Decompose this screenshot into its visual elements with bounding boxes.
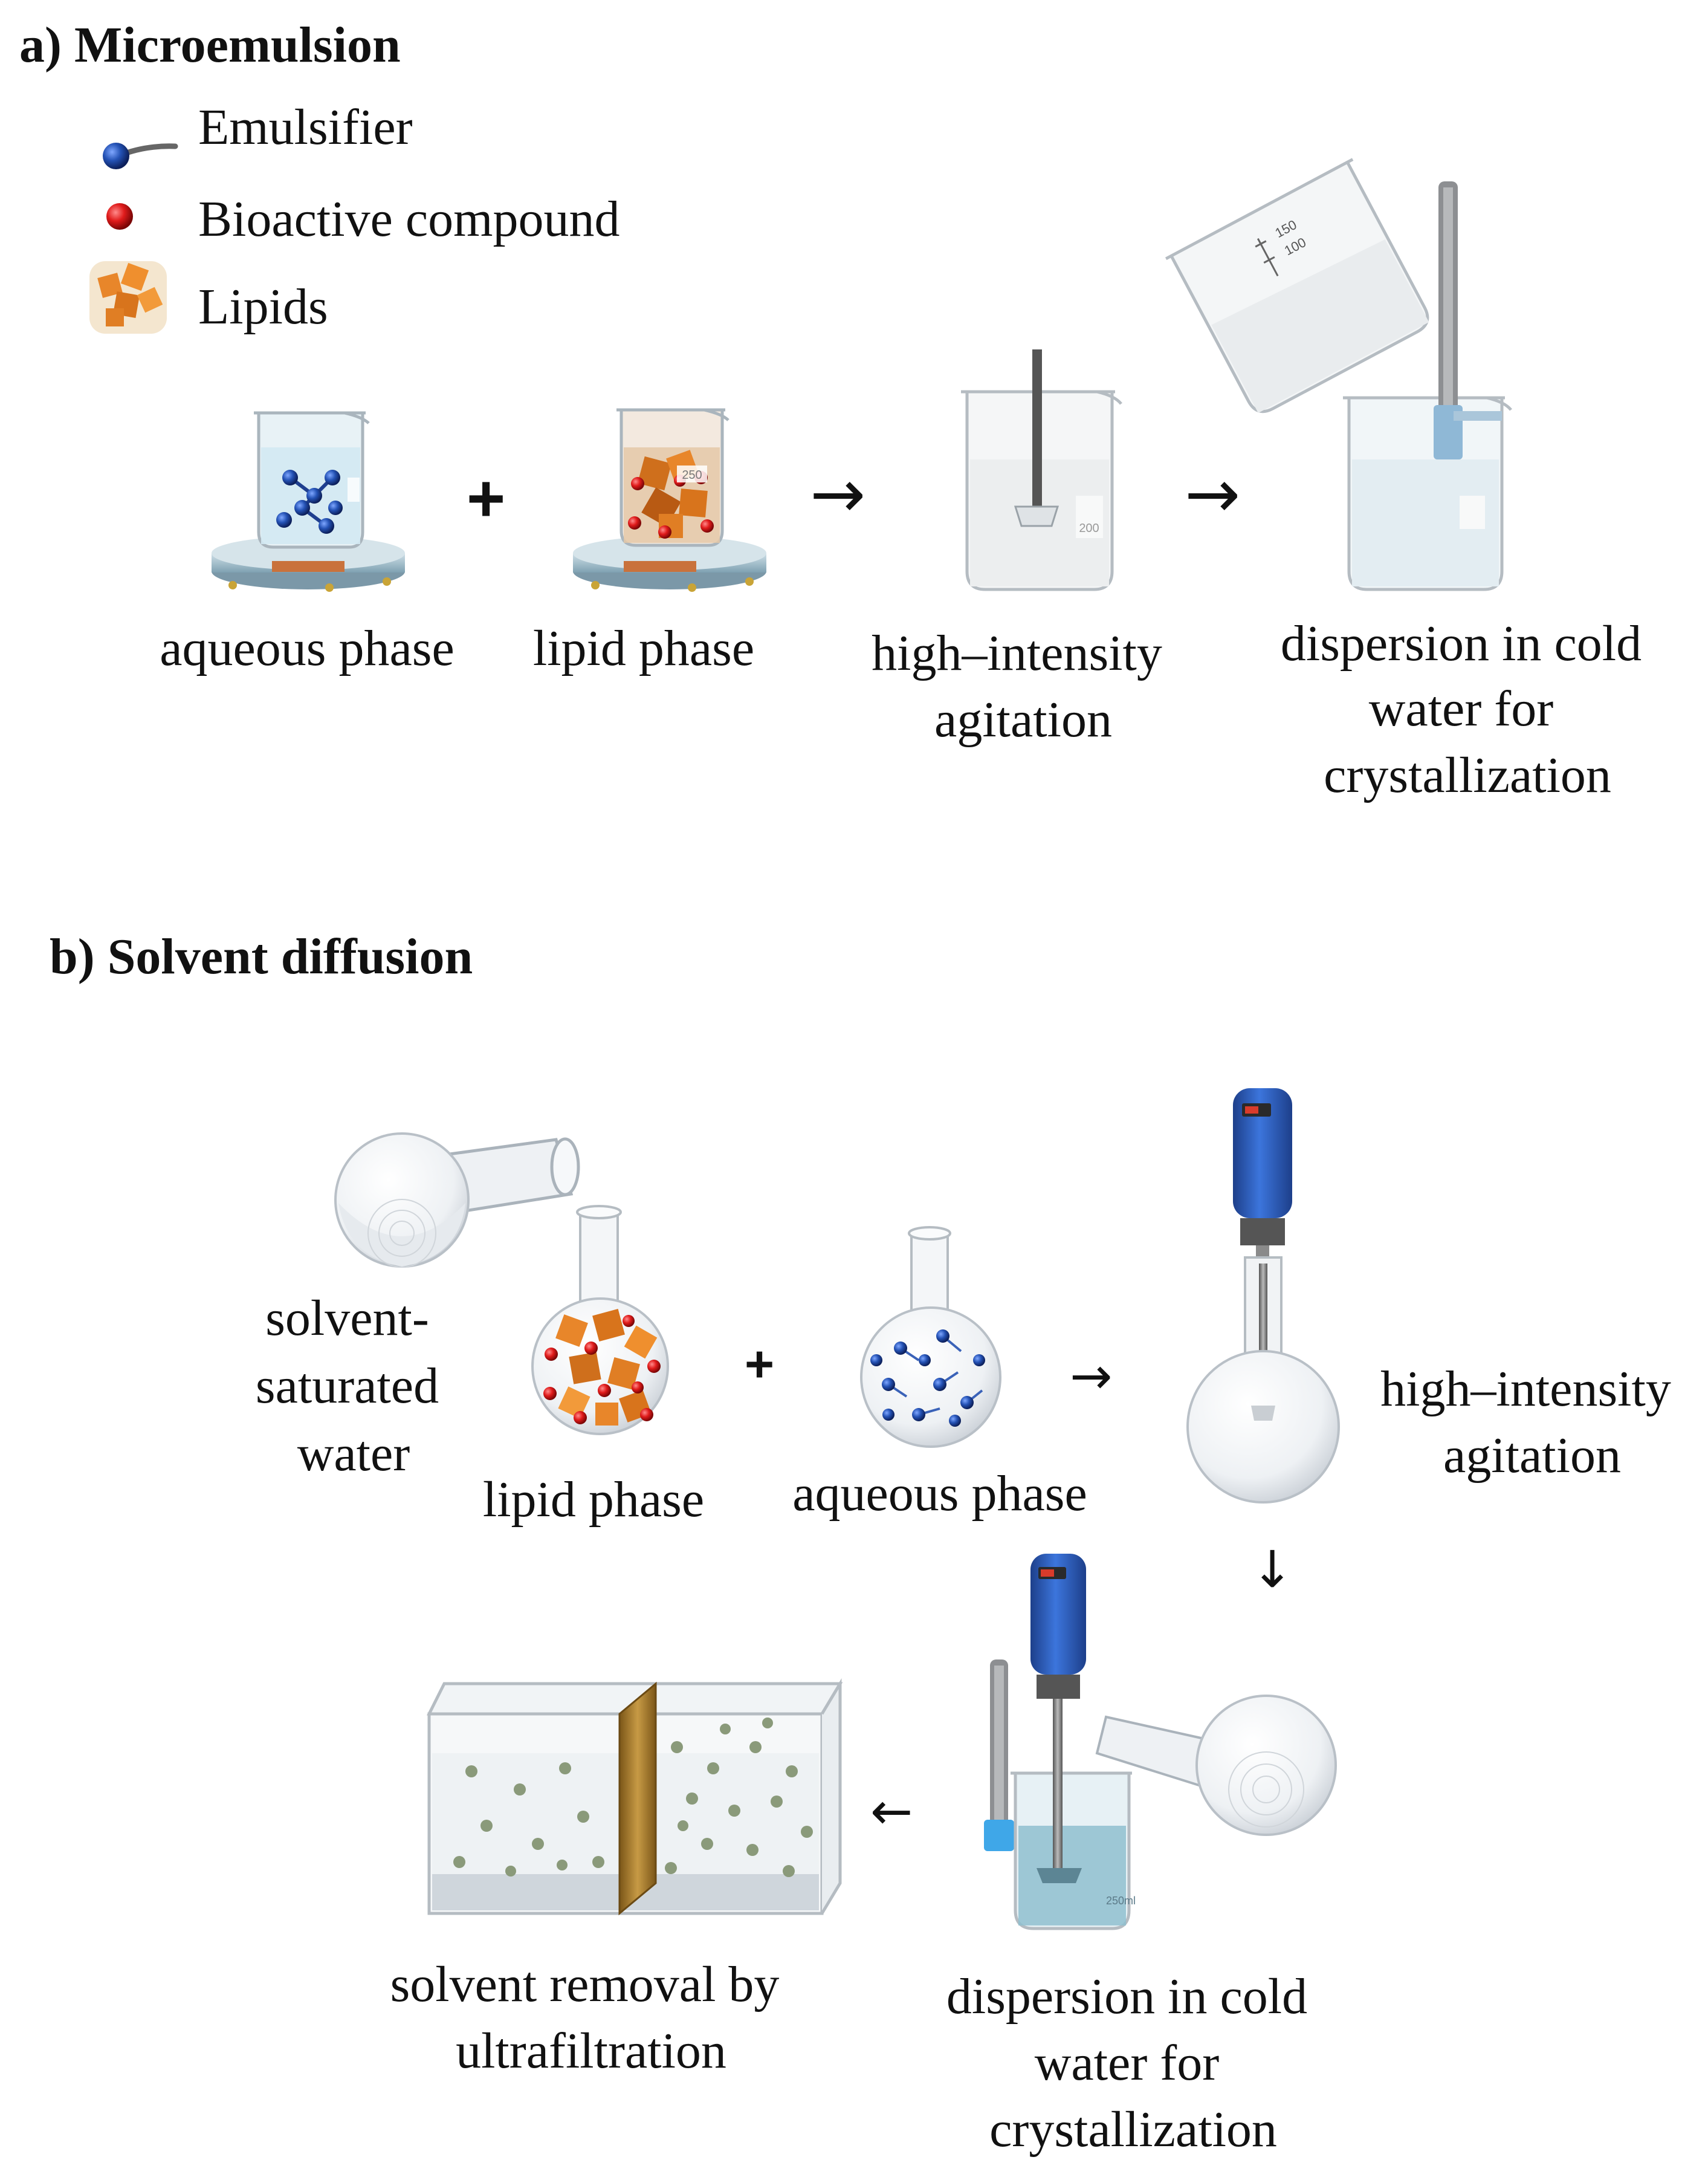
dispersion-beaker-a (1343, 181, 1512, 591)
emulsifier-icon (103, 143, 178, 169)
beaker-mark-200: 200 (1079, 522, 1099, 535)
label-agitation-b: high–intensity agitation (1380, 1361, 1684, 1484)
legend: Emulsifier Bioactive compound Lipids (89, 99, 620, 335)
pouring-beaker: 150 100 (1165, 158, 1429, 414)
lipids-icon (89, 261, 167, 334)
aqueous-phase-beaker (254, 411, 370, 549)
legend-label-emulsifier: Emulsifier (198, 99, 413, 155)
plus-sign-a: + (467, 461, 505, 536)
dispersion-setup-b: 250ml (984, 1554, 1337, 1930)
label-aqueous-phase-a: aqueous phase (160, 620, 454, 676)
panel-a-heading: a) Microemulsion (19, 17, 401, 73)
label-dispersion-a: dispersion in cold water for crystalliza… (1281, 615, 1654, 803)
label-lipid-phase-a: lipid phase (533, 620, 754, 676)
bioactive-compound-icon (106, 203, 133, 230)
label-aqueous-phase-b: aqueous phase (792, 1465, 1087, 1522)
beaker-mark-250ml: 250ml (1106, 1895, 1136, 1907)
lipid-phase-flask (531, 1205, 669, 1435)
agitation-beaker: 200 (961, 349, 1122, 591)
beaker-mark-250: 250 (682, 469, 702, 482)
lipid-phase-hotplate (573, 536, 766, 592)
lipid-phase-beaker: 250 (616, 408, 729, 547)
aqueous-phase-flask (860, 1226, 1001, 1448)
arrow-b-down: ↓ (1251, 1540, 1293, 1599)
arrow-b-right: → (1070, 1346, 1112, 1406)
arrow-a-2: → (1185, 455, 1240, 533)
label-solvent-removal: solvent removal by ultrafiltration (390, 1956, 792, 2079)
label-agitation-a: high–intensity agitation (872, 625, 1175, 748)
ultrafiltration-tank (426, 1678, 843, 1916)
panel-b-heading: b) Solvent diffusion (50, 929, 473, 985)
arrow-a-1: → (810, 455, 865, 533)
legend-label-lipids: Lipids (198, 279, 328, 335)
label-dispersion-b: dispersion in cold water for crystalliza… (946, 1968, 1320, 2158)
solvent-water-flask (334, 1132, 580, 1268)
label-lipid-phase-b: lipid phase (483, 1471, 704, 1528)
arrow-b-left: ← (870, 1782, 913, 1841)
legend-label-bioactive: Bioactive compound (198, 191, 620, 247)
plus-sign-b: + (745, 1335, 774, 1392)
agitation-flask-b (1186, 1088, 1340, 1504)
label-solvent-saturated-water: solvent- saturated water (256, 1290, 451, 1482)
